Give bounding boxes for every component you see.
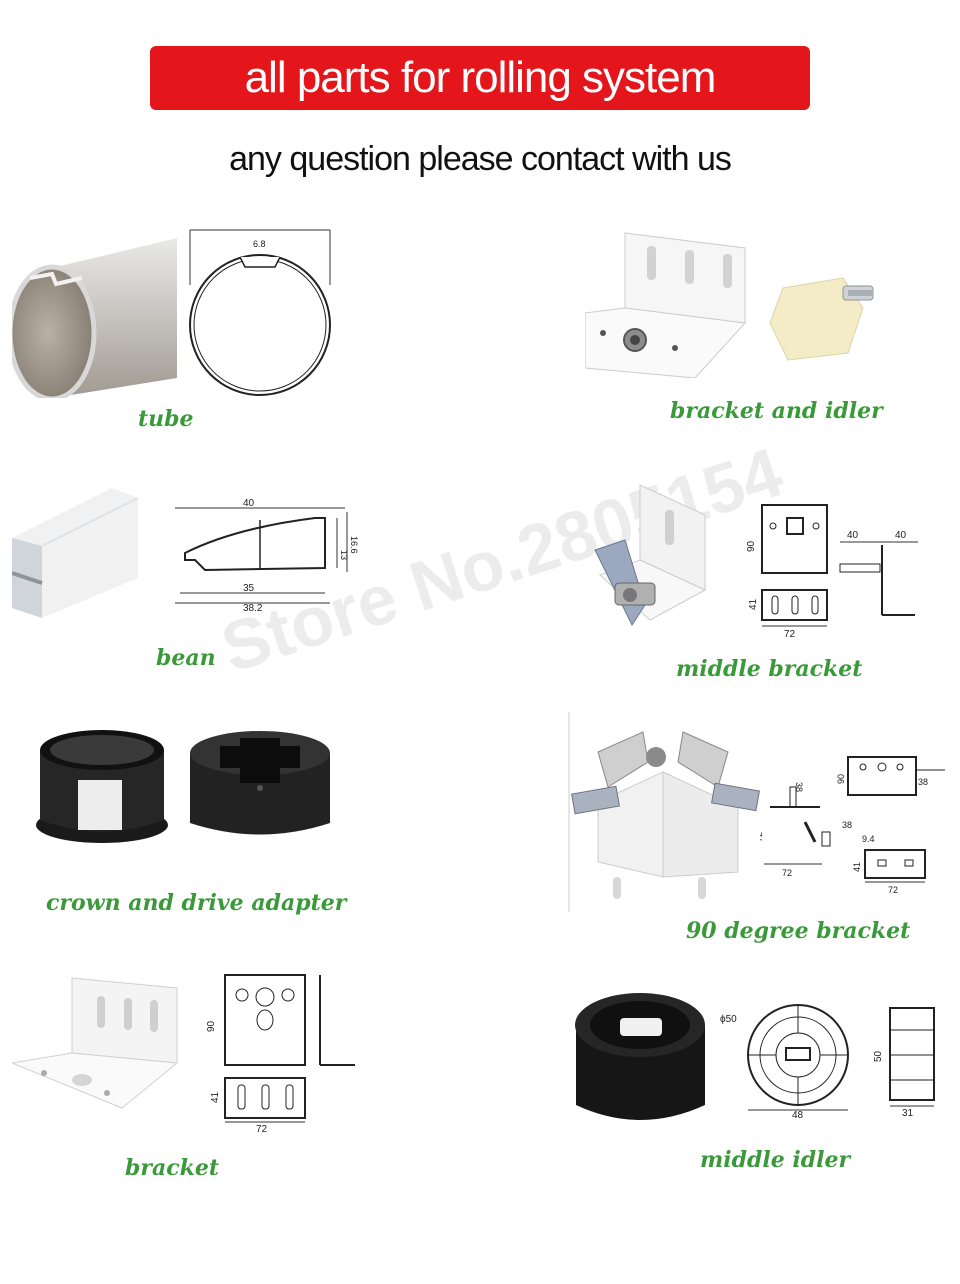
idler-photo [769,277,874,361]
bean-dim-h1: 13 [339,550,349,560]
middle-bracket-dim-b: 40 [895,530,907,541]
caption-bracket: bracket [125,1155,220,1181]
middle-idler-diagram: ϕ50 48 50 31 [720,1004,935,1120]
degree-bracket-photo [568,712,760,912]
degree-dim-g: 72 [782,868,792,878]
bean-dim-width: 40 [243,498,255,509]
title-banner: all parts for rolling system [150,46,810,110]
caption-degree-bracket: 90 degree bracket [686,918,911,944]
degree-dim-a: 38 [794,782,804,792]
bean-dim-h2: 16.6 [349,536,359,554]
middle-idler-dim-d: 31 [902,1108,914,1119]
bean-dim-w1: 35 [243,583,255,594]
bracket-dim-w: 72 [256,1124,268,1135]
degree-dim-f: 9.4 [862,834,875,844]
middle-bracket-dim-d: 41 [748,598,759,610]
bracket-dim-d: 41 [210,1091,221,1103]
degree-dim-i: 72 [888,885,898,895]
caption-bean: bean [156,645,216,671]
degree-bracket-diagram: 38 72 72 38 9.4 90 38 41 72 [760,756,945,895]
title-text: all parts for rolling system [244,53,717,102]
middle-bracket-diagram: 90 41 72 40 40 [746,504,918,640]
bracket-photo [12,977,179,1109]
crown-photo [36,730,168,843]
middle-idler-dim-h: 50 [873,1050,884,1062]
degree-dim-e: 38 [842,820,852,830]
drive-adapter-photo [190,731,330,835]
middle-idler-dim-dia: ϕ50 [720,1014,737,1025]
degree-dim-c: 38 [918,777,928,787]
tube-photo [12,238,177,398]
caption-middle-idler: middle idler [700,1147,851,1173]
tube-diagram: 6.8 [189,229,331,396]
bracket-idler-photo [585,232,747,378]
bean-dim-w2: 38.2 [243,603,263,613]
middle-bracket-photo [594,484,707,627]
caption-middle-bracket: middle bracket [676,656,863,682]
tube-dim-slot: 6.8 [253,239,266,249]
subtitle: any question please contact with us [229,140,732,178]
middle-bracket-dim-h: 90 [746,540,757,552]
caption-crown: crown and drive adapter [46,890,347,916]
degree-dim-h: 41 [852,862,862,872]
caption-bracket-idler: bracket and idler [670,398,883,424]
degree-dim-d: 72 [760,832,764,842]
middle-idler-dim-w: 48 [792,1110,804,1120]
bean-photo [12,488,139,618]
middle-idler-photo [575,993,705,1120]
bracket-dim-h: 90 [206,1020,217,1032]
bracket-diagram: 90 41 72 [206,974,355,1135]
bean-diagram: 40 13 16.6 35 38.2 [175,498,359,613]
middle-bracket-dim-w: 72 [784,629,796,640]
degree-dim-b: 90 [836,774,846,784]
middle-bracket-dim-a: 40 [847,530,859,541]
caption-tube: tube [138,406,194,432]
